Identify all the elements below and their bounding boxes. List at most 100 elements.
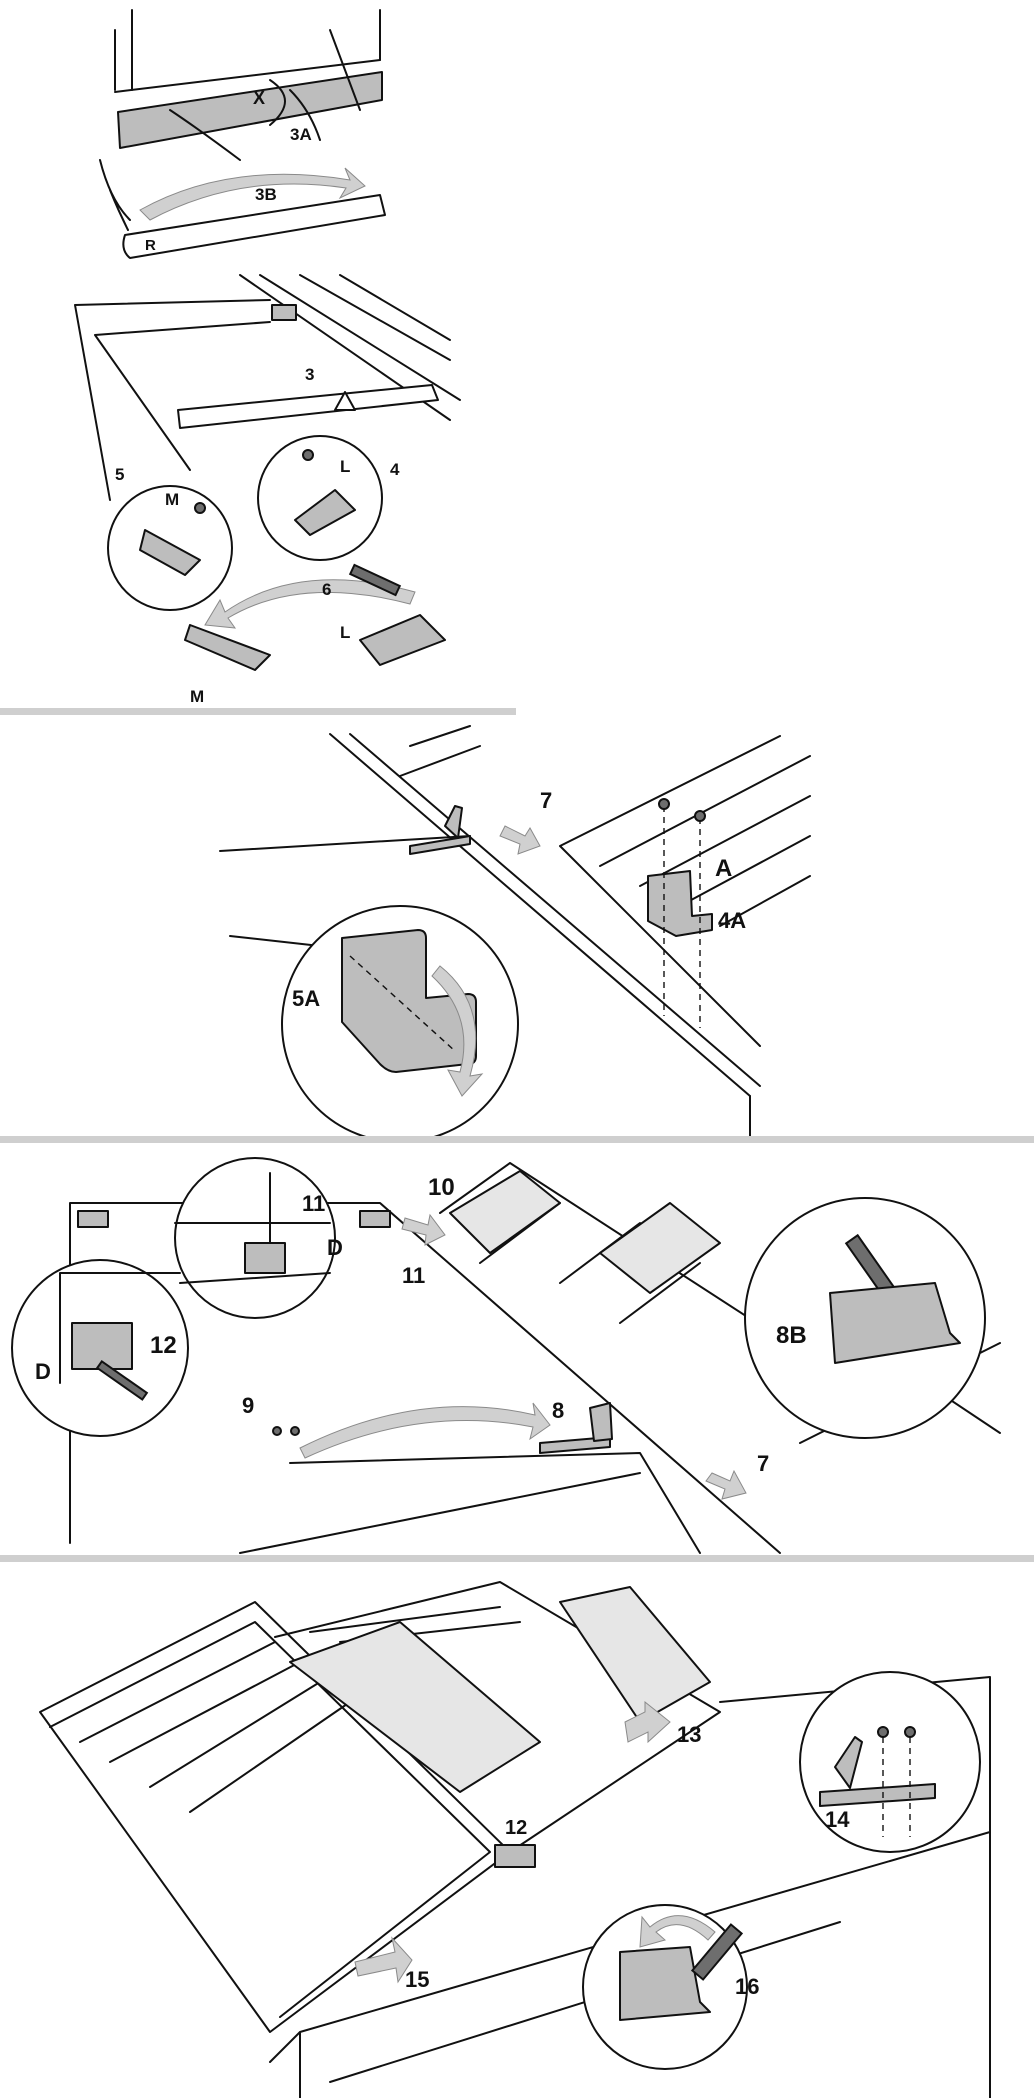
illustration-reinstall-doors: 13 12 14 15 16 [39,1581,991,2098]
label-11-top: 11 [402,1263,425,1288]
arrow-3b [139,167,366,221]
illustration-hinge-bracket: 7 A 4A 5A [219,725,811,1136]
screw-9-b [290,1426,300,1436]
arrow-rotate-3a [269,79,286,126]
fridge-sides [114,9,381,91]
door-lines [559,735,811,1047]
toe-grille-attached [117,71,383,149]
cabinet-right-top [719,1676,991,1833]
door-bin-small [559,1586,711,1723]
label-12-doors: 12 [505,1817,527,1839]
hinge-12 [494,1844,536,1868]
bracket-16 [619,1946,711,2021]
illustration-middle-hinge: 10 11 11 D 12 D 9 8 8B 7 [11,1157,1001,1554]
arrow-10 [401,1213,446,1246]
door-panels [239,274,461,421]
screw-guides [663,806,701,1028]
label-8b: 8B [776,1322,807,1349]
hinge-l-bottom [359,614,446,666]
door-bin-2 [599,1202,721,1294]
detail-circle-14 [799,1671,981,1853]
detail-circle-l [257,435,383,561]
detail-12-edges [59,1272,181,1384]
arrow-13 [624,1700,671,1744]
label-4a: 4A [718,908,746,933]
separator-1 [0,708,516,715]
arrow-6 [204,579,416,629]
cabinet-lines [219,835,751,1136]
panel-step-middle-hinge: 10 11 11 D 12 D 9 8 8B 7 [0,1143,1034,1555]
label-7: 7 [540,788,552,813]
label-7-bottom: 7 [757,1451,769,1476]
arrow-15 [354,1936,413,1984]
panel-step-hinge-bracket: 7 A 4A 5A [0,716,1034,1136]
bracket-8b [829,1282,961,1364]
label-m-detail: M [165,490,179,509]
hinge-m-bottom [184,624,271,671]
hinge-detail-11 [244,1242,286,1274]
hands [169,29,361,161]
toe-grille-removed [122,194,386,259]
label-5: 5 [115,465,124,484]
screw-m [194,502,206,514]
grille-part-3 [177,384,439,429]
label-3a: 3A [290,125,312,144]
screw-14-a [877,1726,889,1738]
label-x: X [253,88,265,108]
hinge-m-detail [139,529,201,576]
pin-detail-12 [95,1359,149,1401]
label-r: R [145,237,156,254]
hinge-l-detail [294,489,356,536]
separator-3 [0,1555,1034,1562]
arrow-7 [499,825,541,855]
label-d-detail-12: D [35,1359,51,1384]
hinge-left-top [77,1210,109,1228]
label-3: 3 [305,365,314,384]
cabinet-top-edge [329,733,761,1097]
door-bin-large [289,1621,541,1793]
hinge-8-upright [589,1402,613,1442]
lift-arrow [334,391,356,411]
label-12: 12 [150,1332,177,1359]
bracket-detail [341,929,477,1073]
hinge-pin [348,563,402,597]
screw-a-1 [658,798,670,810]
label-8: 8 [552,1398,564,1423]
hinge-pin-upright [444,805,463,839]
label-15: 15 [405,1967,429,1992]
label-5a: 5A [292,986,320,1011]
screw-14-guides [882,1737,911,1837]
bracket-a [647,870,713,937]
illustration-remove-grille: X 3A 3B R 3 4 L 5 M 6 L M [74,9,461,706]
hinge-pin-14 [834,1736,863,1789]
hinge-right-top [359,1210,391,1228]
pin-16 [690,1923,744,1981]
screw-14-b [904,1726,916,1738]
screw-l [302,449,314,461]
label-6: 6 [322,580,331,599]
hinge-plate-14 [819,1783,936,1807]
label-d-detail-11: D [327,1235,343,1260]
arrow-9-to-8 [299,1402,551,1459]
panel-step-reinstall-doors: 13 12 14 15 16 [0,1562,1034,2098]
fold-line [349,955,456,1052]
label-l-detail: L [340,457,350,476]
label-4: 4 [390,460,400,479]
label-3b: 3B [255,185,277,204]
panel-step-remove-grille: X 3A 3B R 3 4 L 5 M 6 L M [0,0,1034,706]
label-16: 16 [735,1974,759,1999]
label-10: 10 [428,1174,455,1201]
upper-door-edge [399,725,481,777]
arrow-fold-5a [431,965,484,1097]
hand-left [99,159,131,231]
label-13: 13 [677,1722,701,1747]
label-l-bottom: L [340,623,350,642]
separator-2 [0,1136,1034,1143]
screw-9-a [272,1426,282,1436]
door-bin-1 [449,1170,561,1254]
cabinet-inner-lines [239,1452,701,1554]
label-14: 14 [825,1807,850,1832]
detail-circle-11 [174,1157,336,1319]
hinge-8 [539,1436,611,1454]
cabinet-outline [74,299,271,501]
